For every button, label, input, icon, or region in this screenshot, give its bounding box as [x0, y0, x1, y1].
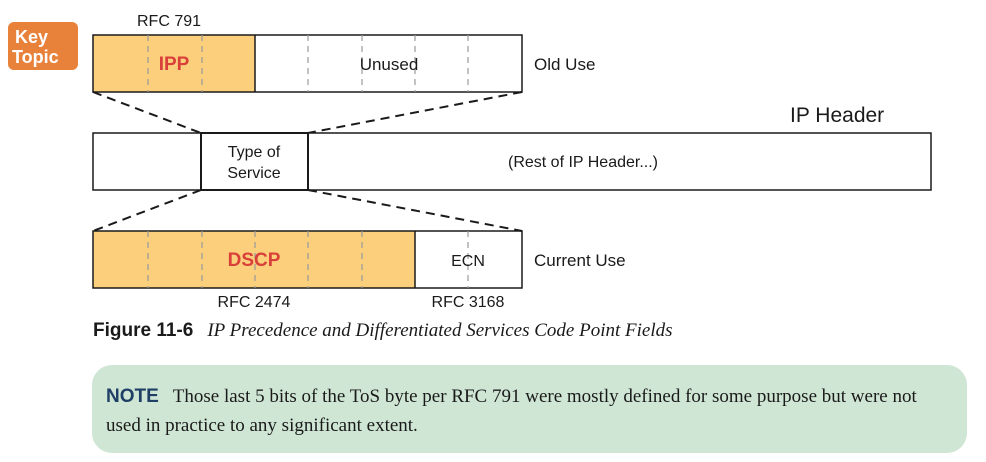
old-use-label: Old Use	[534, 55, 595, 74]
current-use-bit-dividers	[147, 231, 469, 288]
note-text: Those last 5 bits of the ToS byte per RF…	[106, 386, 917, 436]
rfc-791-label: RFC 791	[137, 13, 201, 30]
key-topic-badge: Key Topic	[8, 22, 78, 70]
note-label: NOTE	[106, 386, 159, 407]
ip-header: IP Header Type of Service (Rest of IP He…	[92, 104, 932, 191]
rfc-2474-label: RFC 2474	[218, 294, 291, 311]
tos-byte-box	[200, 132, 309, 191]
rfc-3168-label: RFC 3168	[432, 294, 505, 311]
tos-field-diagram: Key Topic RFC 791 IPP Unused Old Use IP …	[8, 13, 932, 311]
figure-caption: Figure 11-6 IP Precedence and Differentia…	[93, 320, 973, 346]
old-use-bit-dividers	[147, 35, 469, 92]
badge-key-text: Key	[15, 27, 48, 47]
tos-label-line1: Type of	[228, 144, 281, 161]
old-use-byte: RFC 791 IPP Unused Old Use	[92, 13, 595, 93]
tos-label-line2: Service	[227, 165, 280, 182]
ipp-field	[93, 35, 255, 92]
badge-topic-text: Topic	[12, 47, 59, 67]
ecn-label: ECN	[451, 253, 485, 270]
figure-number: Figure 11-6	[93, 320, 194, 341]
ipp-label: IPP	[159, 54, 190, 75]
current-use-zoom-lines	[92, 189, 523, 232]
figure-title: IP Precedence and Differentiated Service…	[207, 320, 673, 341]
dscp-field	[93, 231, 415, 288]
rest-of-header-label: (Rest of IP Header...)	[508, 154, 658, 171]
dscp-label: DSCP	[228, 250, 281, 271]
old-use-zoom-lines	[92, 91, 523, 134]
current-use-byte: DSCP ECN Current Use RFC 2474 RFC 3168	[92, 230, 626, 311]
current-use-label: Current Use	[534, 251, 626, 270]
unused-label: Unused	[360, 55, 419, 74]
ip-header-title: IP Header	[790, 104, 884, 127]
